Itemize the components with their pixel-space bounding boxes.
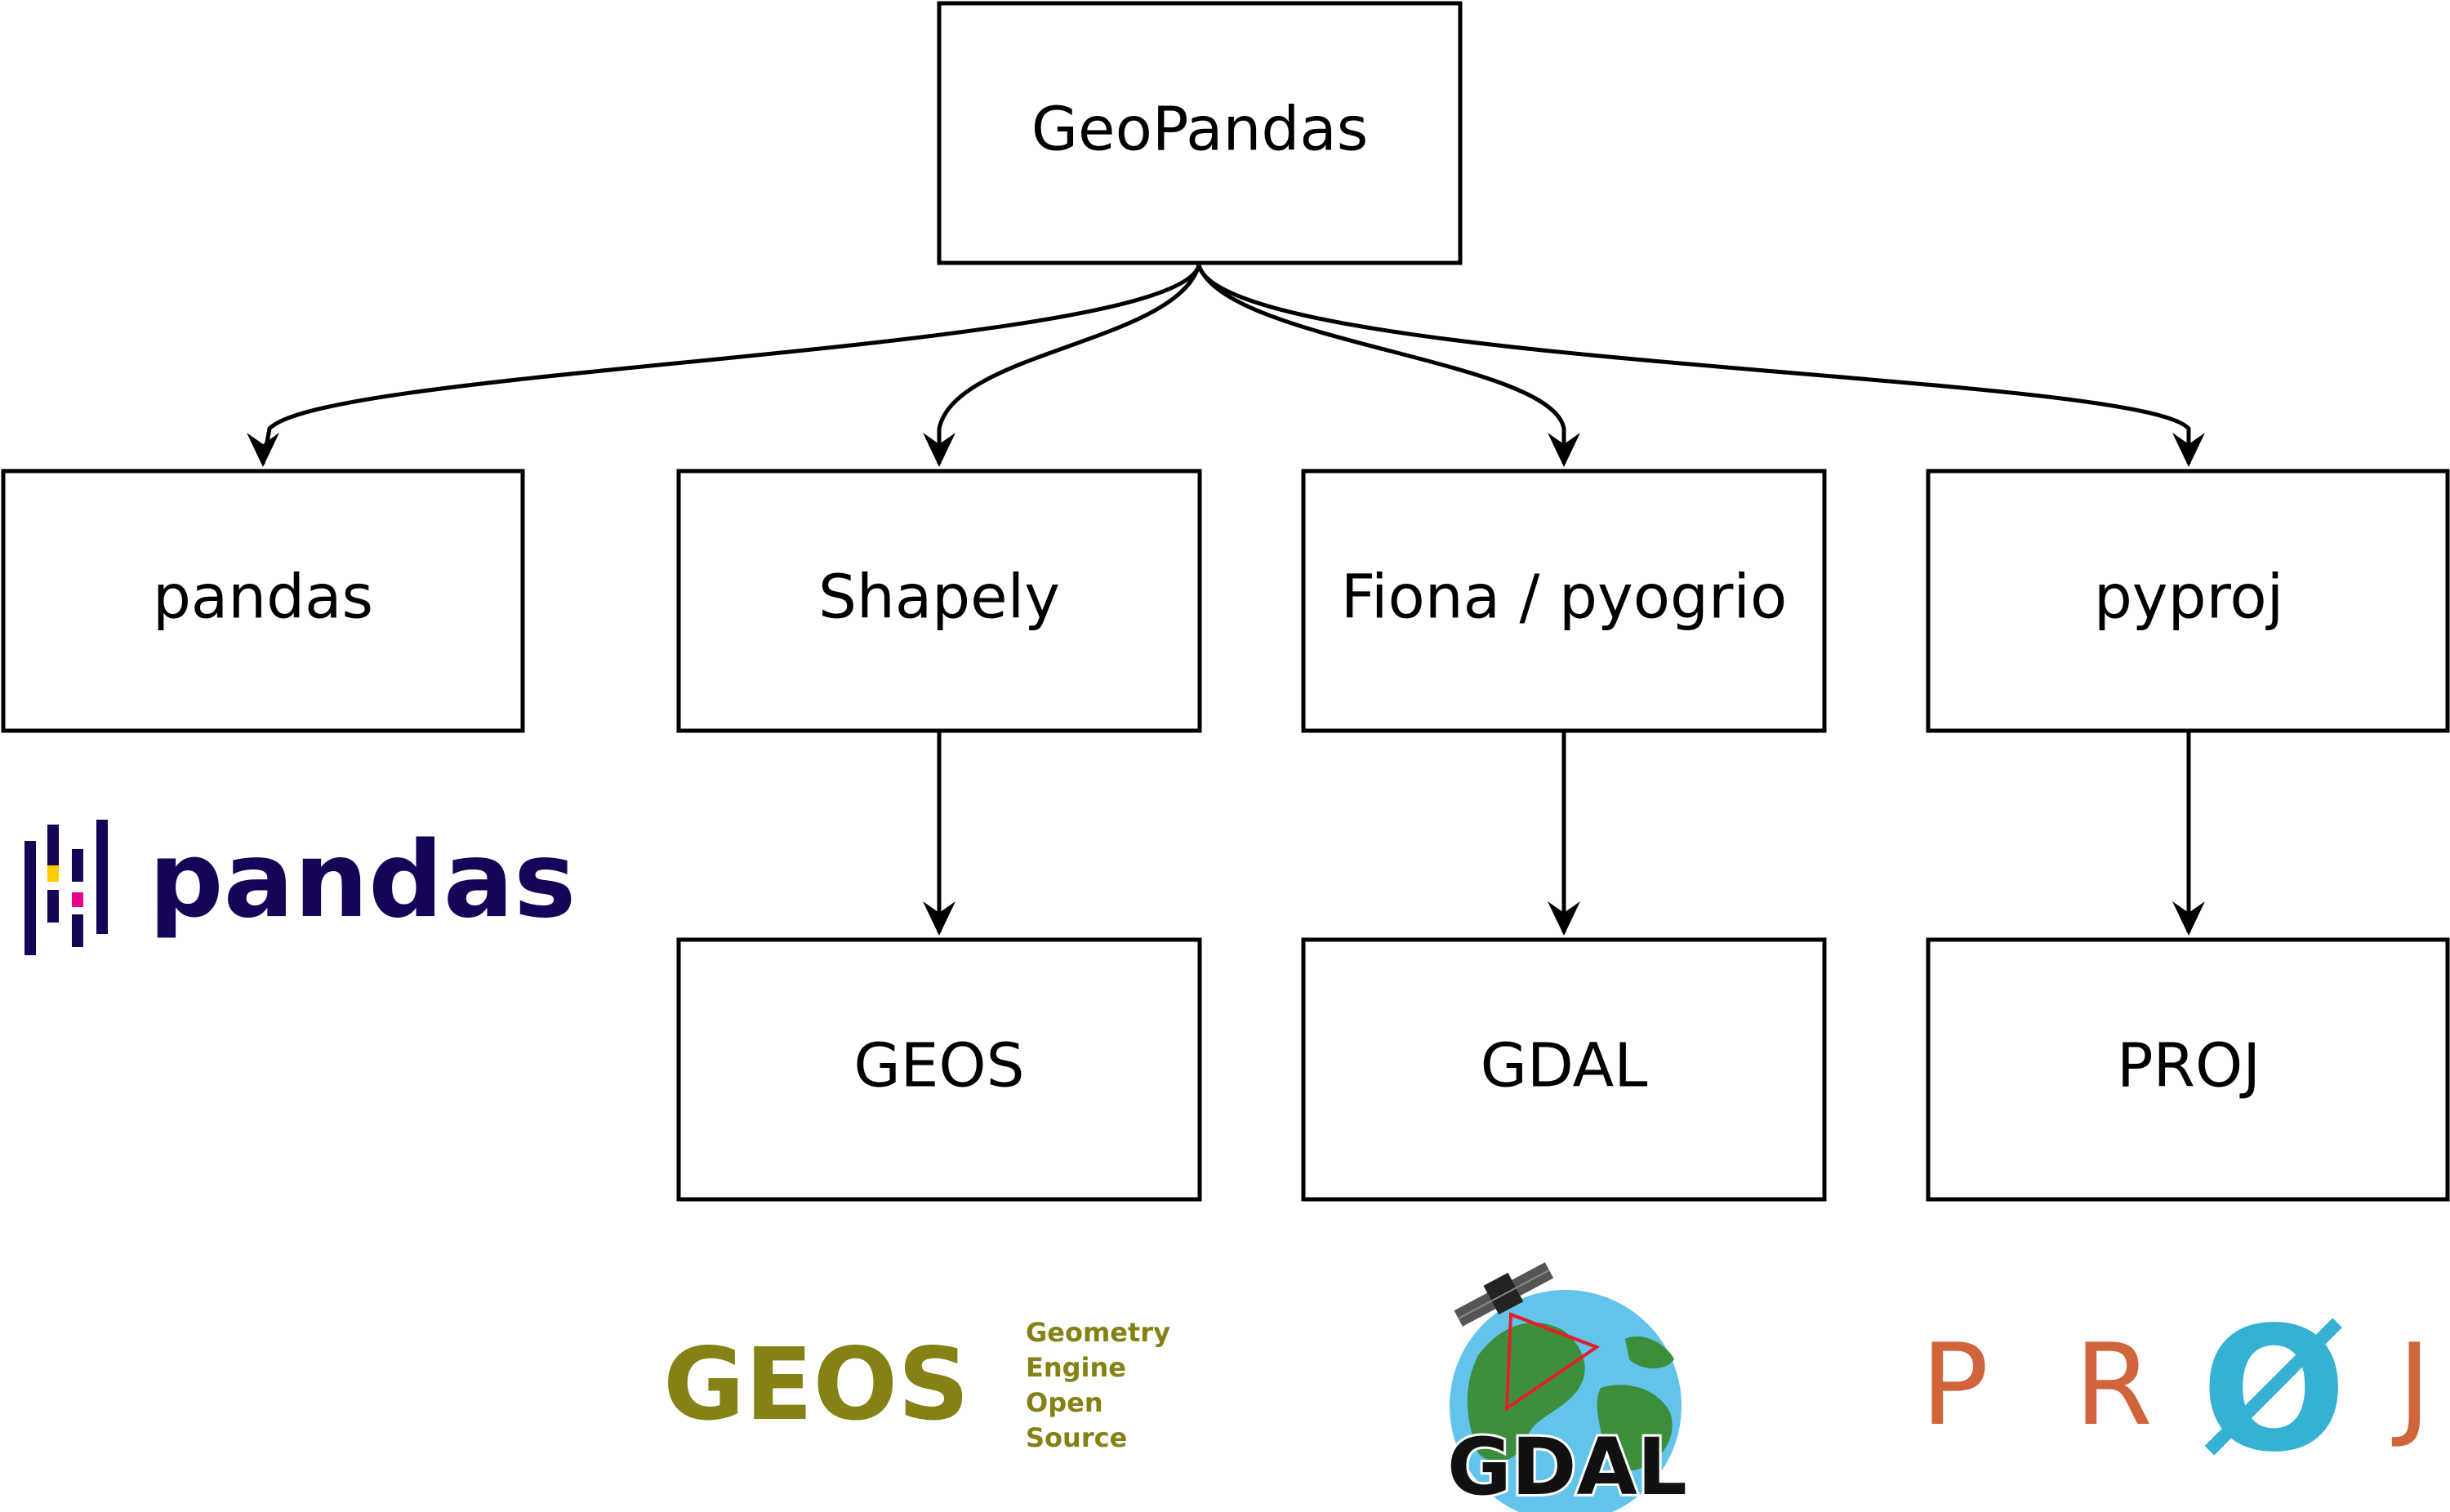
node-label-geopandas: GeoPandas — [1031, 95, 1369, 165]
arrowhead-fiona — [1548, 433, 1580, 467]
node-label-gdal: GDAL — [1481, 1031, 1648, 1101]
arrowhead-pyproj — [2172, 433, 2205, 467]
pandas-bars-icon — [24, 820, 108, 955]
satellite-globe-icon — [1450, 1262, 1682, 1512]
node-label-pyproj: pyproj — [2094, 563, 2283, 633]
geos-line-engine: Engine — [1026, 1352, 1126, 1383]
proj-letter-p: P — [1921, 1319, 1989, 1451]
proj-letter-phi: Ø — [2201, 1290, 2347, 1490]
geos-line-open: Open — [1026, 1387, 1103, 1418]
gdal-wordmark: GDAL — [1447, 1421, 1687, 1512]
node-label-proj: PROJ — [2117, 1031, 2261, 1101]
arrowhead-shapely — [923, 433, 956, 467]
pandas-wordmark: pandas — [149, 820, 576, 941]
node-label-fiona: Fiona / pyogrio — [1341, 563, 1788, 633]
node-shapely: Shapely — [676, 469, 1202, 733]
arrowhead-pandas — [247, 433, 279, 467]
edge-geopandas-shapely — [937, 265, 1201, 464]
node-pyproj: pyproj — [1926, 469, 2450, 733]
proj-letter-j: J — [2391, 1319, 2431, 1451]
edges — [247, 265, 2205, 936]
geos-wordmark: GEOS — [663, 1327, 969, 1443]
node-gdal: GDAL — [1301, 937, 1827, 1202]
arrowhead-gdal — [1548, 901, 1580, 936]
edge-geopandas-pandas — [261, 265, 1201, 465]
node-fiona: Fiona / pyogrio — [1301, 469, 1827, 733]
arrowheads — [247, 433, 2205, 936]
node-geopandas: GeoPandas — [937, 1, 1463, 265]
arrowhead-proj — [2172, 901, 2205, 936]
node-proj: PROJ — [1926, 937, 2450, 1202]
geos-line-geometry: Geometry — [1026, 1317, 1170, 1348]
arrowhead-geos — [923, 901, 956, 936]
node-pandas: pandas — [1, 469, 525, 733]
node-label-geos: GEOS — [853, 1031, 1024, 1101]
node-label-shapely: Shapely — [818, 563, 1060, 633]
edge-geopandas-pyproj — [1196, 265, 2191, 464]
geos-line-source: Source — [1026, 1422, 1127, 1453]
node-label-pandas: pandas — [153, 563, 373, 633]
proj-logo: P R Ø J — [1921, 1290, 2431, 1490]
node-geos: GEOS — [676, 937, 1202, 1202]
geos-logo: GEOS Geometry Engine Open Source — [663, 1317, 1170, 1453]
proj-letter-r: R — [2074, 1319, 2153, 1451]
pandas-logo: pandas — [24, 820, 576, 955]
gdal-logo: GDAL — [1445, 1262, 1690, 1512]
edge-geopandas-fiona — [1196, 265, 1566, 464]
